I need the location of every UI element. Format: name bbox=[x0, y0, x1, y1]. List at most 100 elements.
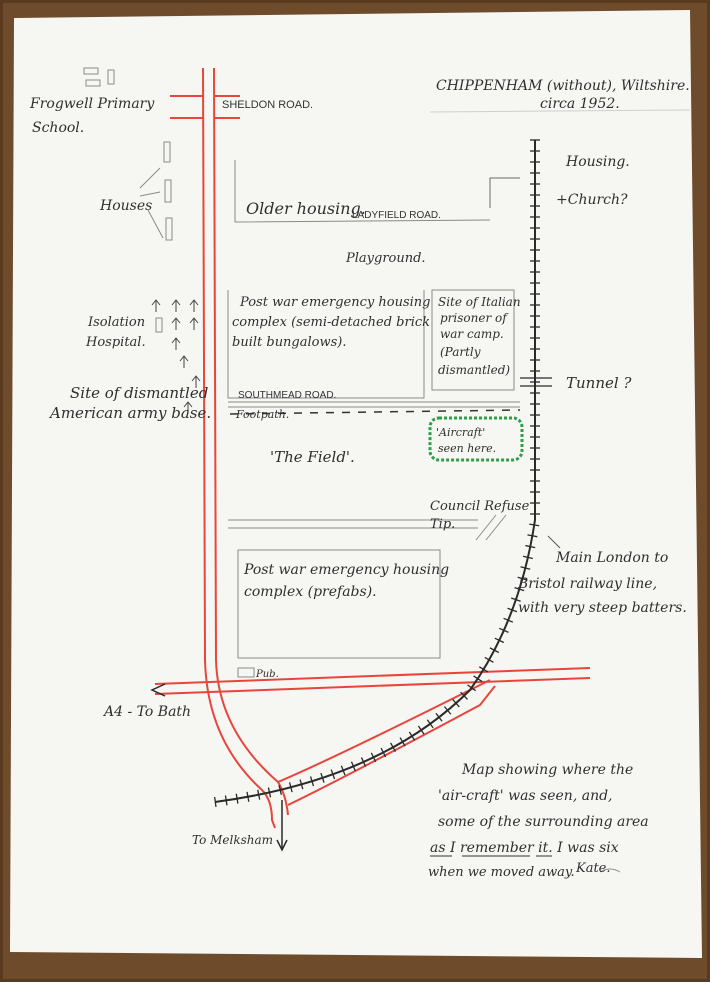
railway-tick bbox=[522, 555, 533, 560]
railway-tick bbox=[380, 747, 387, 758]
railway-tick bbox=[494, 637, 505, 644]
railway-tick bbox=[520, 566, 531, 570]
tree-icon bbox=[171, 299, 181, 312]
railway-tick bbox=[257, 789, 261, 800]
railway-tick bbox=[235, 793, 239, 804]
sheldon-road-label: SHELDON ROAD. bbox=[222, 99, 313, 111]
emergency-2-line2: complex (prefabs). bbox=[244, 584, 377, 600]
tree-icon bbox=[189, 317, 199, 330]
a4-arrow-icon bbox=[150, 683, 166, 697]
railway-line2: Bristol railway line, bbox=[517, 576, 657, 592]
railway-tick bbox=[473, 675, 483, 682]
railway-tick bbox=[478, 666, 489, 673]
direction-arrows bbox=[150, 683, 288, 852]
aircraft-label-line1: 'Aircraft' bbox=[436, 426, 485, 439]
pow-line3: war camp. bbox=[440, 327, 504, 341]
note-line3: some of the surrounding area bbox=[438, 814, 649, 830]
army-base-line2: American army base. bbox=[48, 404, 211, 422]
housing-church-line2: +Church? bbox=[556, 192, 628, 208]
a4-south-edge bbox=[154, 677, 591, 695]
main-road-east-edge bbox=[213, 67, 279, 783]
labels: CHIPPENHAM (without), Wiltshire. circa 1… bbox=[29, 78, 690, 880]
housing-church-bracket bbox=[489, 177, 520, 208]
paper-sheet bbox=[10, 10, 702, 958]
railway-tick bbox=[467, 684, 477, 692]
houses-pointer-2 bbox=[139, 191, 161, 197]
older-housing-label: Older housing. bbox=[246, 199, 366, 218]
pow-camp-box bbox=[431, 289, 515, 391]
a4-label: A4 - To Bath bbox=[102, 704, 191, 720]
emergency-1-line2: complex (semi-detached brick bbox=[232, 315, 430, 330]
footpath-label: Footpath. bbox=[235, 408, 289, 421]
a4-north-edge bbox=[154, 667, 591, 685]
railway-tick bbox=[510, 597, 521, 602]
railway-line3: with very steep batters. bbox=[518, 600, 687, 616]
railway-note-pointer bbox=[547, 535, 561, 549]
tree-icon bbox=[189, 299, 199, 312]
melksham-road-east bbox=[277, 781, 289, 816]
isolation-label-line2: Hospital. bbox=[85, 335, 146, 350]
railway-tick bbox=[525, 544, 536, 549]
melksham-label: To Melksham bbox=[192, 833, 273, 847]
title-line1: CHIPPENHAM (without), Wiltshire. bbox=[436, 78, 690, 94]
southmead-road-label: SOUTHMEAD ROAD. bbox=[238, 390, 336, 401]
ladyfield-road-label: LADYFIELD ROAD. bbox=[352, 210, 441, 221]
tree-icon bbox=[191, 375, 201, 388]
tree-icon bbox=[171, 337, 181, 350]
railway-ticks bbox=[214, 139, 540, 807]
emergency-2-line1: Post war emergency housing bbox=[243, 562, 449, 578]
aircraft-sighting-outline bbox=[428, 416, 524, 462]
railway-tick bbox=[443, 706, 452, 715]
railway-line bbox=[214, 140, 536, 803]
railway-tick bbox=[460, 691, 468, 700]
aircraft-label-line2: seen here. bbox=[438, 442, 496, 455]
tree-icon bbox=[183, 401, 193, 414]
railway-tick bbox=[426, 719, 434, 729]
melksham-road-west bbox=[261, 789, 276, 829]
railway-tick bbox=[214, 796, 217, 807]
refuse-label-line2: Tip. bbox=[430, 517, 455, 532]
author-note: Map showing where the 'air-craft' was se… bbox=[428, 762, 649, 880]
pow-line1: Site of Italian bbox=[438, 295, 521, 309]
pow-line4: (Partly bbox=[440, 345, 481, 359]
railway-tick bbox=[309, 776, 315, 787]
main-road-west-edge bbox=[202, 67, 263, 791]
branch-road-north bbox=[277, 679, 491, 783]
note-line2: 'air-craft' was seen, and, bbox=[438, 788, 613, 804]
railway-tick bbox=[370, 752, 377, 763]
emergency-1-line1: Post war emergency housing bbox=[239, 295, 430, 310]
railway-tick bbox=[529, 523, 540, 527]
railway-tick bbox=[452, 699, 460, 708]
emergency-housing-1-box bbox=[227, 290, 425, 399]
railway-tick bbox=[499, 627, 509, 633]
footpath-line bbox=[229, 409, 521, 415]
railway-tick bbox=[484, 656, 494, 663]
emergency-1-line3: built bungalows). bbox=[232, 335, 347, 350]
note-line4: as I remember it. I was six bbox=[430, 840, 619, 856]
houses-pointer-3 bbox=[147, 209, 164, 239]
railway-tick bbox=[517, 576, 528, 581]
trees bbox=[151, 299, 201, 414]
school-building-1 bbox=[83, 67, 99, 75]
pub-label: Pub. bbox=[255, 669, 279, 680]
houses-pointer-1 bbox=[139, 167, 161, 189]
railway-tick bbox=[417, 725, 425, 735]
railway-tick bbox=[224, 795, 228, 806]
older-housing-outline bbox=[234, 160, 491, 223]
pow-line5: dismantled) bbox=[438, 363, 510, 377]
house-1 bbox=[163, 141, 171, 163]
tunnel-marks bbox=[520, 377, 552, 387]
house-3 bbox=[165, 217, 173, 241]
housing-church-line1: Housing. bbox=[565, 154, 630, 170]
branch-road-south bbox=[287, 685, 496, 806]
railway-tick bbox=[489, 647, 500, 654]
railway-tick bbox=[507, 607, 518, 613]
signature: Kate. bbox=[575, 861, 611, 876]
emergency-housing-1-label: Post war emergency housing complex (semi… bbox=[232, 295, 430, 350]
railway-tick bbox=[340, 765, 346, 776]
isolation-label-line1: Isolation bbox=[87, 315, 145, 330]
tree-icon bbox=[179, 355, 189, 368]
school-building-3 bbox=[107, 69, 115, 85]
